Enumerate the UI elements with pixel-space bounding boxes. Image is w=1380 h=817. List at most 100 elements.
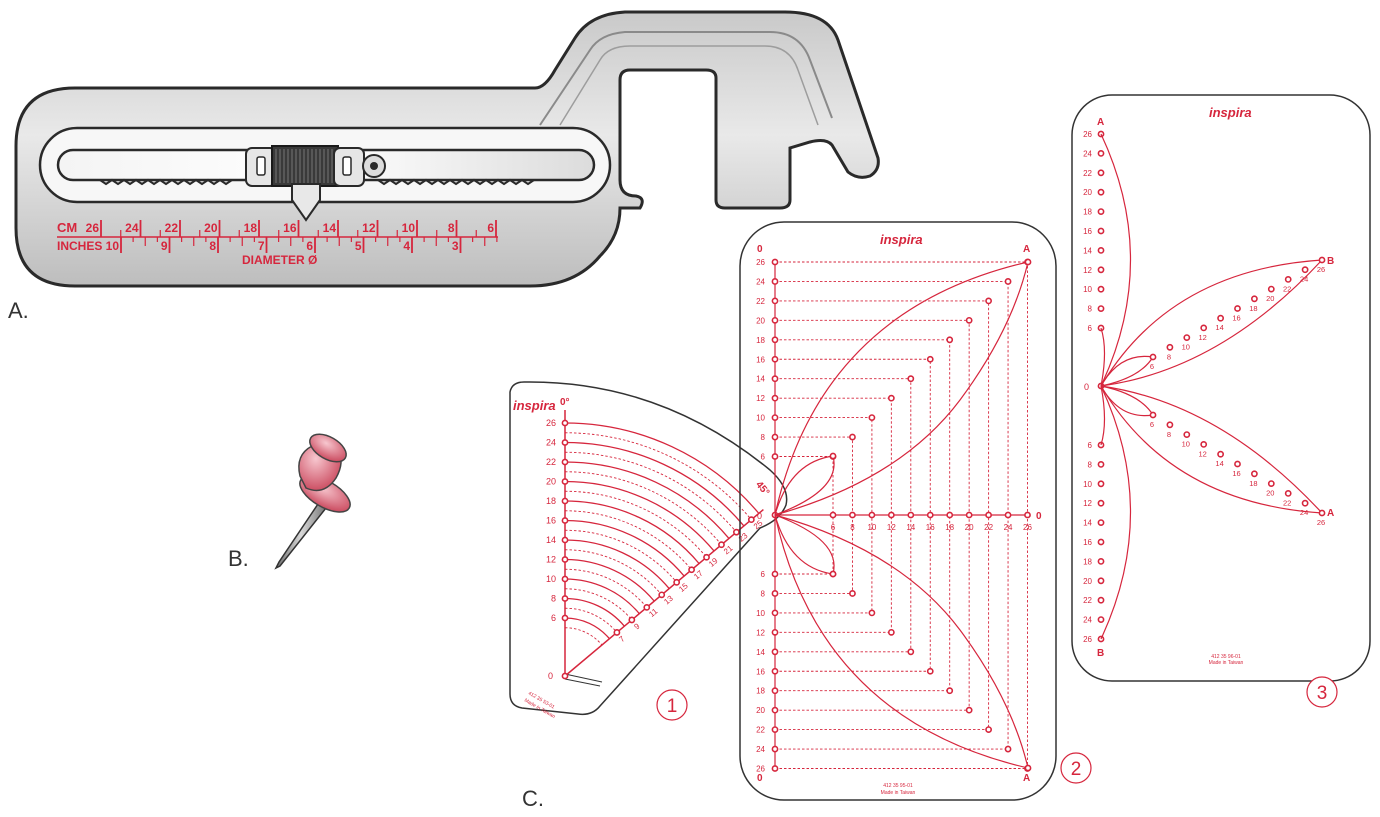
template-3-bottom-letter: B [1097,648,1104,659]
template-3-petal [1100,259,1323,387]
template-1-arc [564,578,640,615]
template-3-hole [1097,246,1105,254]
slider[interactable] [245,145,386,222]
inch-tick-label: 3 [452,239,459,253]
template-1-arc [564,617,610,640]
template-2-guide [775,515,990,731]
template-1-slot-edge [564,678,601,687]
template-3-lower-label: 18 [1083,557,1092,566]
template-1-center-hole [561,672,569,680]
template-2-hole [1004,278,1012,285]
diameter-label: DIAMETER Ø [242,253,317,267]
template-2-hole [887,628,895,636]
template-2-bottom-label: 12 [887,523,896,532]
template-2-hole [829,511,837,519]
template-1-dashed-arc [564,568,648,608]
template-2-guide [775,515,1009,750]
template-3-arc [1100,327,1106,387]
template-3-upper-label: 14 [1083,246,1092,255]
cm-tick-label: 22 [165,221,179,235]
template-2-hole [868,609,876,617]
slider-grip-ribs [275,149,333,183]
template-3-hole [1097,499,1105,507]
serrated-edge-right [377,178,535,186]
template-2-bottom-right: A [1023,773,1030,784]
template-3-hole [1217,314,1224,322]
template-2-bottom-label: 10 [867,523,876,532]
cm-tick-label: 12 [362,221,376,235]
template-2-hole [1004,745,1012,753]
template-2-hole [965,316,973,324]
template-2-hole [771,628,779,636]
template-1-arc [564,461,730,539]
template-2-hole [868,511,876,519]
template-2-upper-label: 26 [756,258,765,267]
template-3-petal [1100,385,1323,514]
template-3-hole [1149,411,1157,419]
template-1-hole [613,629,621,636]
template-2-bottom-label: 18 [945,523,954,532]
template-3-lower-label: 22 [1083,596,1092,605]
template-2-lower-label: 8 [761,589,766,598]
inch-tick-label: 6 [306,239,313,253]
template-1-arc [564,500,700,564]
template-3-zero: 0 [1084,382,1089,392]
template-2-hole [907,648,915,656]
template-1-hole [561,556,569,563]
cm-tick-label: 20 [204,221,218,235]
cm-label: CM [57,220,77,235]
template-1-dashed-arc [564,588,633,621]
template-1: inspira 0° 45° 0 26242220181614121086252… [509,381,788,721]
template-2-upper-label: 18 [756,336,765,345]
template-3-hole [1318,256,1326,264]
template-2-hole [771,355,779,363]
template-2-number: 2 [1071,759,1082,780]
template-2-hole [1024,511,1031,519]
inch-tick-label: 8 [209,239,216,253]
template-3-hole [1097,169,1105,177]
template-2-hole [771,706,779,714]
template-3: inspira A B 0 B A 2624222018161412108668… [1071,94,1371,708]
template-1-hole [628,616,636,624]
inch-tick-label: 5 [355,239,362,253]
template-3-lower-label: 26 [1083,635,1092,644]
template-2-guide [775,515,834,575]
template-3-hole [1234,305,1241,312]
template-3-hole [1097,208,1105,215]
template-2-hole [771,590,779,597]
template-3-hole [1183,334,1191,341]
template-3-number: 3 [1317,683,1328,704]
template-2-bottom-label: 16 [926,523,935,532]
template-1-hole [658,591,666,599]
template-2-hole [926,355,934,363]
template-3-made: Made in Taiwan [1209,660,1244,666]
template-3-upper-diag-label: 16 [1232,314,1240,323]
template-2-guide [775,339,951,515]
template-1-number-circle [656,689,688,721]
template-3-hole [1166,421,1174,429]
template-2-hole [926,667,934,675]
template-2-upper-label: 22 [756,297,765,306]
template-3-hole [1267,285,1275,293]
template-3-lower-diag-label: 20 [1266,489,1274,498]
template-1-number: 1 [667,696,678,717]
template-3-hole [1097,538,1105,546]
template-3-upper-label: 6 [1088,324,1093,333]
cm-tick-label: 6 [487,221,494,235]
template-2-upper-label: 8 [761,433,766,442]
template-1-dashed-arc [564,627,603,646]
template-1-hole [561,595,569,602]
template-2-bottom-label: 22 [984,523,993,532]
template-2-hole [985,511,992,519]
template-2-hole [1024,258,1032,266]
template-3-hole [1234,460,1241,468]
template-2-upper-label: 20 [756,316,765,325]
label-c: C. [522,786,544,811]
template-2-upper-label: 12 [756,394,765,403]
template-3-lower-label: 20 [1083,577,1092,586]
template-2-hole [771,687,779,695]
template-3-upper-diag-label: 6 [1150,362,1154,371]
template-2-lower-label: 22 [756,726,765,735]
